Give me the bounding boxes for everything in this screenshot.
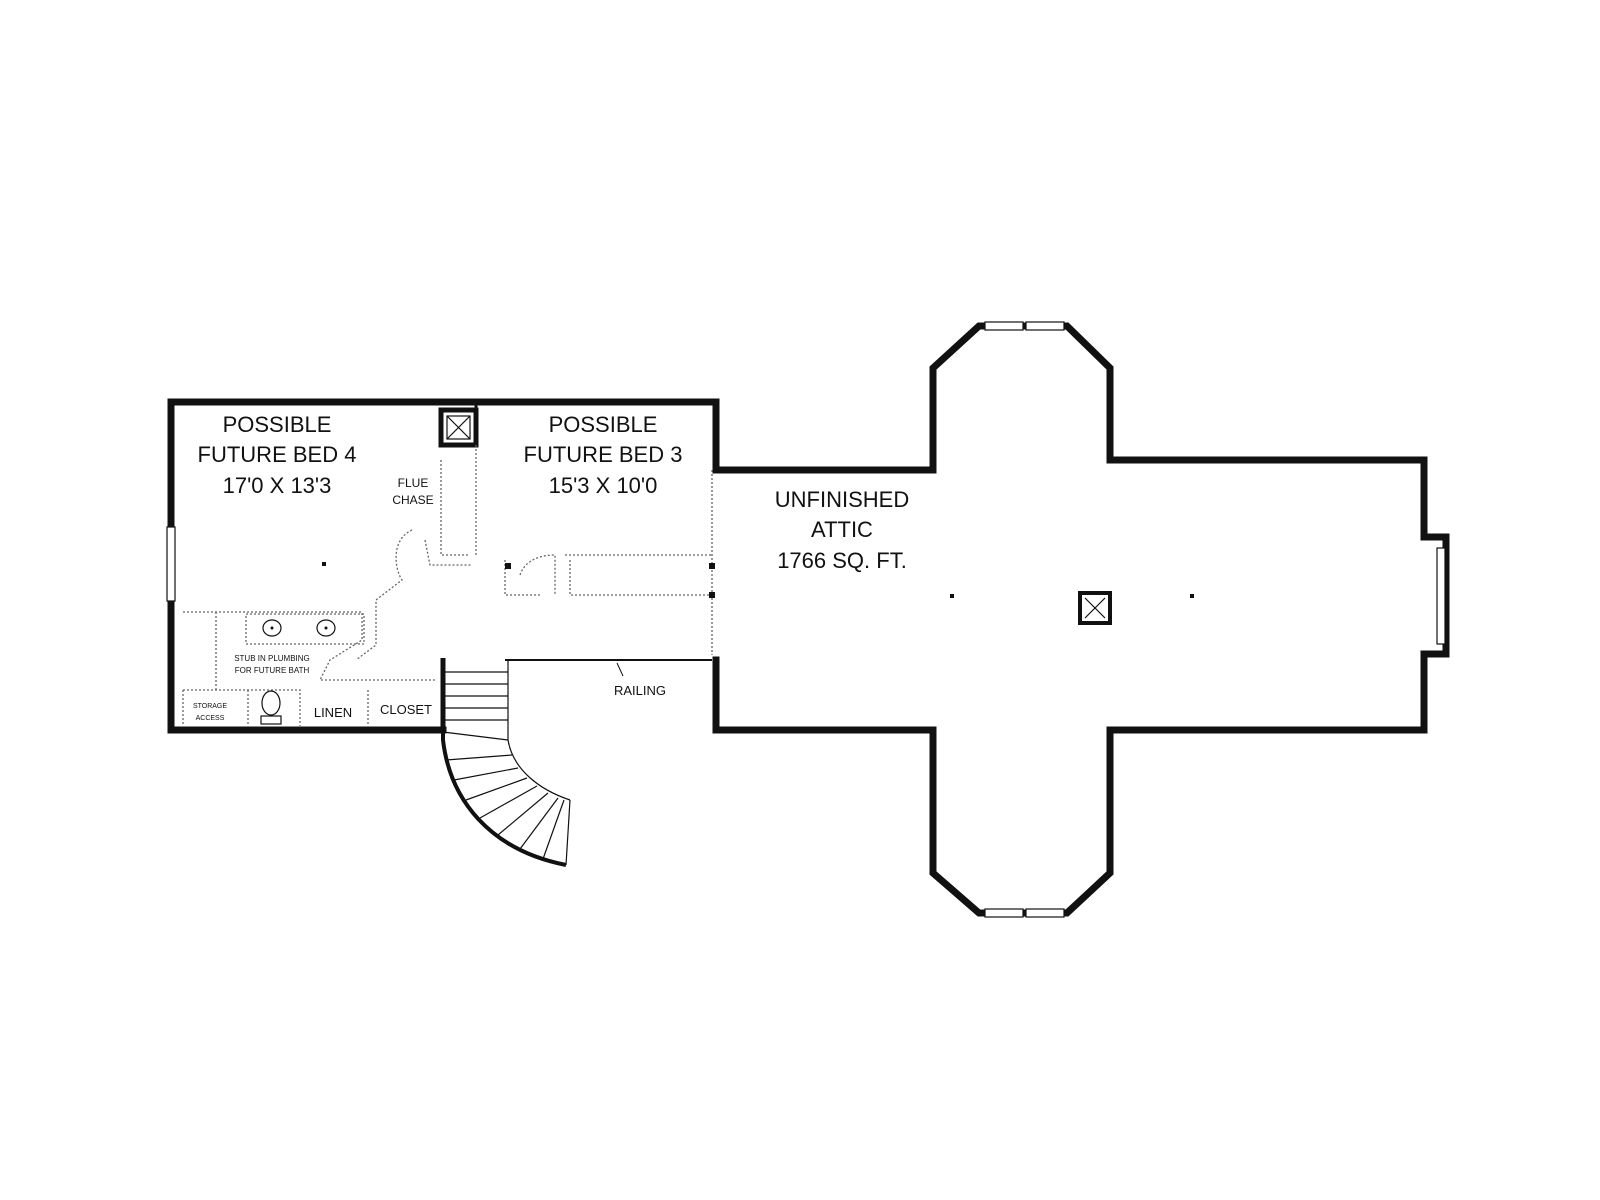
bed4-label-line2: FUTURE BED 4 <box>198 442 357 467</box>
plumbing-label-line1: STUB IN PLUMBING <box>234 654 310 663</box>
right-window <box>1436 547 1446 645</box>
left-block-exterior-wall <box>167 398 720 734</box>
closet-label: CLOSET <box>380 702 432 717</box>
attic-label-line1: UNFINISHED <box>775 487 909 512</box>
railing-label: RAILING <box>614 683 666 698</box>
attic-label-line2: ATTIC <box>811 517 873 542</box>
bath-sinks <box>245 613 365 645</box>
bottom-bay-windows <box>939 876 1104 918</box>
storage-label-line2: ACCESS <box>196 715 225 722</box>
linen-label: LINEN <box>314 705 352 720</box>
flue-label-line2: CHASE <box>392 493 433 507</box>
attic-chimney-cross <box>1084 597 1106 619</box>
bed3-dimensions: 15'3 X 10'0 <box>549 473 658 498</box>
posts <box>322 562 1194 598</box>
bed4-label-line1: POSSIBLE <box>223 412 332 437</box>
top-bay-windows <box>939 321 1104 363</box>
railing-leader <box>616 662 624 677</box>
flue-label-line1: FLUE <box>398 476 429 490</box>
curved-staircase <box>441 660 571 867</box>
bed3-label-line1: POSSIBLE <box>549 412 658 437</box>
bed4-dimensions: 17'0 X 13'3 <box>223 473 332 498</box>
plumbing-label-line2: FOR FUTURE BATH <box>235 666 310 675</box>
attic-area: 1766 SQ. FT. <box>777 548 907 573</box>
bed3-label-line2: FUTURE BED 3 <box>524 442 683 467</box>
flue-chase-cross <box>446 415 471 440</box>
bath-toilet <box>260 690 282 725</box>
left-window <box>166 526 176 602</box>
storage-label-line1: STORAGE <box>193 703 227 710</box>
